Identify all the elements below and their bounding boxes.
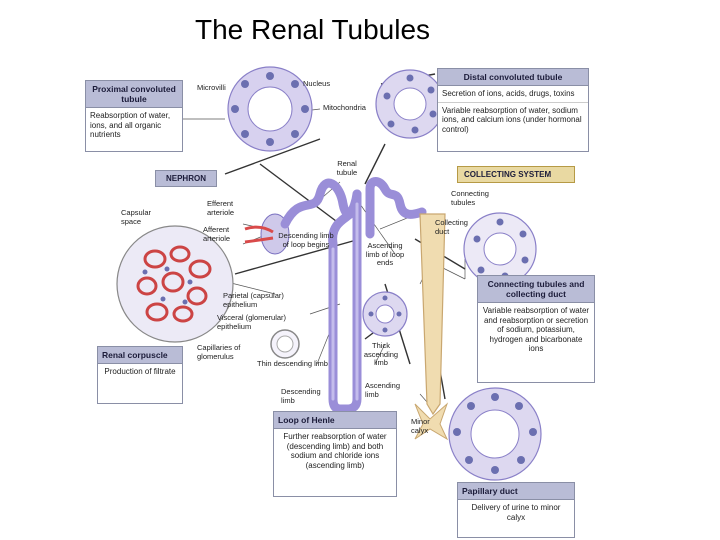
corpuscle-body: Production of filtrate	[104, 367, 176, 376]
dct-cross-section	[375, 69, 445, 139]
connecting-box: Connecting tubules and collecting duct V…	[477, 275, 595, 383]
pct-header: Proximal convoluted tubule	[86, 81, 182, 108]
pct-box: Proximal convoluted tubule Reabsorption …	[85, 80, 183, 152]
glomerulus-cross-section	[116, 225, 234, 343]
label-thin-descending-limb: Thin descending limb	[257, 359, 328, 368]
loop-box: Loop of Henle Further reabsorption of wa…	[273, 411, 397, 497]
renal-tubule-diagram: Proximal convoluted tubule Reabsorption …	[85, 64, 595, 540]
label-connecting-tubules: Connecting tubules	[451, 189, 489, 207]
papillary-header: Papillary duct	[458, 483, 574, 500]
papillary-box: Papillary duct Delivery of urine to mino…	[457, 482, 575, 538]
dct-box: Distal convoluted tubule Secretion of io…	[437, 68, 589, 152]
dct-body-reabsorption: Variable reabsorption of water, sodium i…	[438, 101, 588, 138]
label-microvilli: Microvilli	[197, 83, 226, 92]
corpuscle-header: Renal corpuscle	[98, 347, 182, 364]
label-thick-ascending-limb: Thick ascending limb	[363, 341, 399, 367]
pct-cross-section	[227, 66, 313, 152]
slide-title: The Renal Tubules	[195, 14, 431, 45]
label-collecting-duct: Collecting duct	[435, 218, 468, 236]
pct-body: Reabsorption of water, ions, and all org…	[90, 111, 171, 139]
label-efferent-arteriole: Efferent arteriole	[207, 199, 235, 217]
label-ascending-limb-ends: Ascending limb of loop ends	[365, 241, 405, 267]
nephron-tag: NEPHRON	[155, 170, 217, 187]
connecting-body: Variable reabsorption of water and reabs…	[482, 306, 590, 353]
label-ascending-limb: Ascending limb	[365, 381, 401, 399]
label-mitochondria: Mitochondria	[323, 103, 366, 112]
papillary-body: Delivery of urine to minor calyx	[471, 503, 561, 522]
label-minor-calyx: Minor calyx	[411, 417, 430, 435]
thin-limb-cross-section	[270, 329, 300, 359]
label-parietal-epithelium: Parietal (capsular) epithelium	[223, 291, 284, 309]
connecting-header: Connecting tubules and collecting duct	[478, 276, 594, 303]
label-visceral-epithelium: Visceral (glomerular) epithelium	[217, 313, 287, 331]
collecting-duct	[414, 213, 449, 441]
label-capillaries: Capillaries of glomerulus	[197, 343, 241, 361]
label-renal-tubule: Renal tubule	[336, 159, 358, 177]
label-descending-limb: Descending limb	[281, 387, 321, 405]
label-capsular-space: Capsular space	[121, 208, 152, 226]
loop-body: Further reabsorption of water (descendin…	[283, 432, 387, 470]
collecting-system-tag: COLLECTING SYSTEM	[457, 166, 575, 183]
dct-header: Distal convoluted tubule	[438, 69, 588, 86]
nephron-tubule	[280, 177, 427, 414]
papillary-duct-cross-section	[448, 387, 542, 481]
label-descending-limb-begins: Descending limb of loop begins	[278, 231, 334, 249]
corpuscle-box: Renal corpuscle Production of filtrate	[97, 346, 183, 404]
dct-body-secretion: Secretion of ions, acids, drugs, toxins	[442, 89, 575, 98]
loop-header: Loop of Henle	[274, 412, 396, 429]
thick-limb-cross-section	[362, 291, 408, 337]
label-nucleus: Nucleus	[303, 79, 331, 88]
label-afferent-arteriole: Afferent arteriole	[203, 225, 231, 243]
